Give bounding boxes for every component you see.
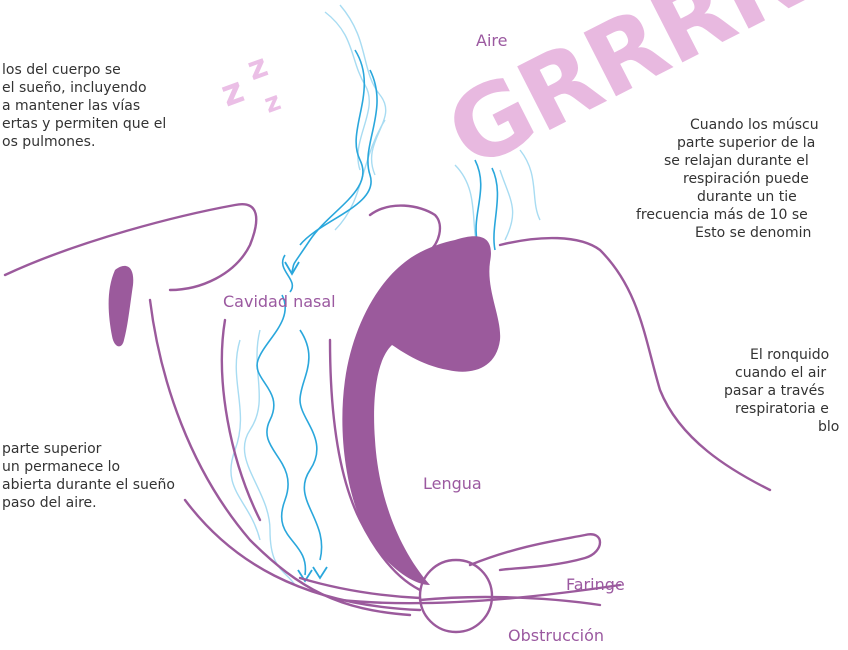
- nostril-shape: [109, 266, 134, 347]
- paragraph-line: Esto se denomin: [695, 225, 811, 241]
- paragraph-line: paso del aire.: [2, 495, 97, 511]
- paragraph-line: a mantener las vías: [2, 98, 140, 114]
- paragraph-line: pasar a través: [724, 383, 825, 399]
- paragraph-line: respiratoria e: [735, 401, 829, 417]
- paragraph-line: El ronquido: [750, 347, 829, 363]
- paragraph-line: el sueño, incluyendo: [2, 80, 147, 96]
- label-obstruccion: Obstrucción: [508, 626, 604, 645]
- paragraph-line: Cuando los múscu: [690, 117, 819, 133]
- paragraph-line: un permanece lo: [2, 459, 120, 475]
- paragraph-line: os pulmones.: [2, 134, 95, 150]
- paragraph-line: respiración puede: [683, 171, 809, 187]
- paragraph-line: se relajan durante el: [664, 153, 809, 169]
- paragraph-line: abierta durante el sueño: [2, 477, 175, 493]
- paragraph-line: parte superior de la: [677, 135, 815, 151]
- label-aire: Aire: [476, 31, 507, 50]
- paragraph-line: ertas y permiten que el: [2, 116, 166, 132]
- paragraph-line: parte superior: [2, 441, 101, 457]
- paragraph-line: durante un tie: [697, 189, 797, 205]
- label-cavidad-nasal: Cavidad nasal: [223, 292, 336, 311]
- paragraph-line: los del cuerpo se: [2, 62, 121, 78]
- paragraph-line: cuando el air: [735, 365, 826, 381]
- label-faringe: Faringe: [566, 575, 625, 594]
- paragraph-line: blo: [818, 419, 839, 435]
- paragraph-line: frecuencia más de 10 se: [636, 207, 808, 223]
- label-lengua: Lengua: [423, 474, 482, 493]
